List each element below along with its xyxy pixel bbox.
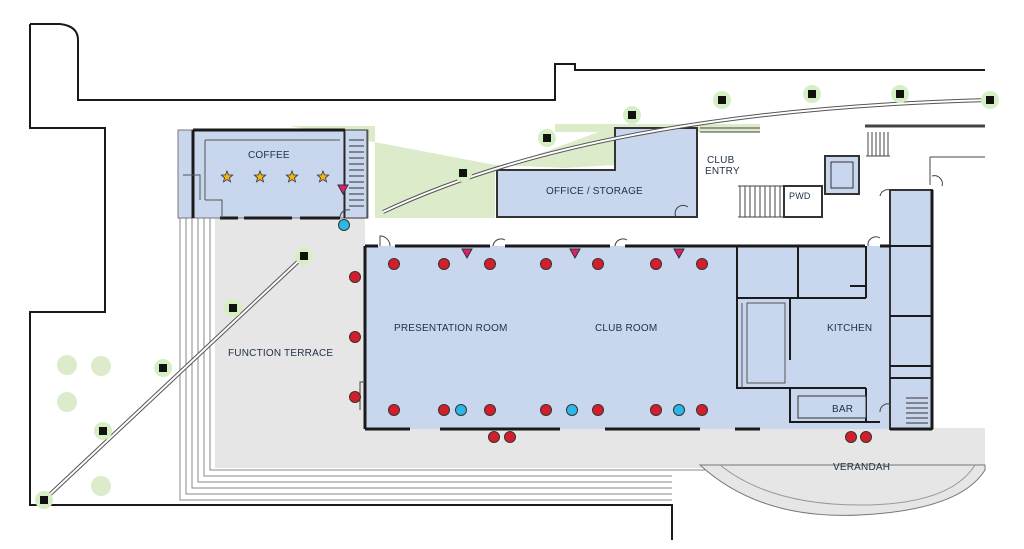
site-boundary [30, 23, 985, 101]
red-circle-marker [540, 258, 552, 270]
post-marker [224, 299, 242, 317]
red-circle-marker [349, 391, 361, 403]
pink-triangle-marker [461, 248, 473, 260]
post-marker [454, 164, 472, 182]
red-circle-marker [438, 404, 450, 416]
blue-circle-marker [566, 404, 578, 416]
yellow-star-marker [253, 169, 267, 183]
site-boundary-left [29, 24, 673, 540]
red-circle-marker [484, 404, 496, 416]
red-circle-marker [349, 331, 361, 343]
upper-right-stairs [865, 124, 985, 185]
room-label-function-terrace: FUNCTION TERRACE [228, 348, 333, 359]
room-label-club-entry-1: CLUB [707, 155, 735, 166]
room-label-pwd: PWD [789, 191, 811, 201]
post-marker [891, 85, 909, 103]
terrace-lower [215, 428, 985, 468]
feature-markers [220, 169, 872, 443]
red-circle-marker [438, 258, 450, 270]
red-circle-marker [696, 258, 708, 270]
trees [57, 355, 111, 496]
room-label-verandah: VERANDAH [833, 462, 890, 473]
terrace-steps [179, 218, 745, 501]
yellow-star-marker [316, 169, 330, 183]
red-circle-marker [488, 431, 500, 443]
red-circle-marker [845, 431, 857, 443]
pwd-room [783, 185, 823, 218]
room-label-presentation-room: PRESENTATION ROOM [394, 323, 508, 334]
red-circle-marker [388, 404, 400, 416]
yellow-star-marker [285, 169, 299, 183]
room-label-kitchen: KITCHEN [827, 323, 872, 334]
post-marker [295, 247, 313, 265]
office-storage-room [496, 127, 698, 218]
room-label-club-entry-2: ENTRY [705, 166, 740, 177]
red-circle-marker [650, 258, 662, 270]
verandah [698, 464, 986, 516]
lawn-area [290, 126, 615, 218]
red-circle-marker [540, 404, 552, 416]
post-marker [713, 91, 731, 109]
red-circle-marker [650, 404, 662, 416]
red-circle-marker [484, 258, 496, 270]
red-circle-marker [504, 431, 516, 443]
club-entry-stairs [700, 127, 784, 218]
terrace-upper [215, 218, 365, 465]
post-marker [35, 491, 53, 509]
room-label-coffee: COFFEE [248, 150, 290, 161]
room-label-club-room: CLUB ROOM [595, 323, 657, 334]
tree [91, 356, 111, 376]
blue-circle-marker [455, 404, 467, 416]
canopy-posts [35, 85, 999, 509]
tree [57, 392, 77, 412]
coffee-stairs [349, 139, 364, 207]
east-stairs [906, 397, 928, 424]
post-marker [154, 359, 172, 377]
room-label-office-storage: OFFICE / STORAGE [546, 186, 643, 197]
tree [57, 355, 77, 375]
red-circle-marker [592, 258, 604, 270]
east-wing [889, 189, 933, 430]
blue-circle-marker [673, 404, 685, 416]
red-circle-marker [860, 431, 872, 443]
red-circle-marker [388, 258, 400, 270]
pink-triangle-marker [337, 184, 349, 196]
door-swings [339, 175, 943, 413]
post-marker [623, 106, 641, 124]
red-circle-marker [592, 404, 604, 416]
post-marker [538, 129, 556, 147]
pink-triangle-marker [569, 248, 581, 260]
bar-counter [797, 395, 867, 419]
post-marker [981, 91, 999, 109]
blue-circle-marker [338, 219, 350, 231]
post-marker [94, 422, 112, 440]
red-circle-marker [696, 404, 708, 416]
pink-triangle-marker [673, 248, 685, 260]
tree [91, 476, 111, 496]
red-circle-marker [349, 271, 361, 283]
coffee-room [177, 129, 369, 219]
yellow-star-marker [220, 169, 234, 183]
room-label-bar: BAR [832, 404, 853, 415]
post-marker [803, 85, 821, 103]
